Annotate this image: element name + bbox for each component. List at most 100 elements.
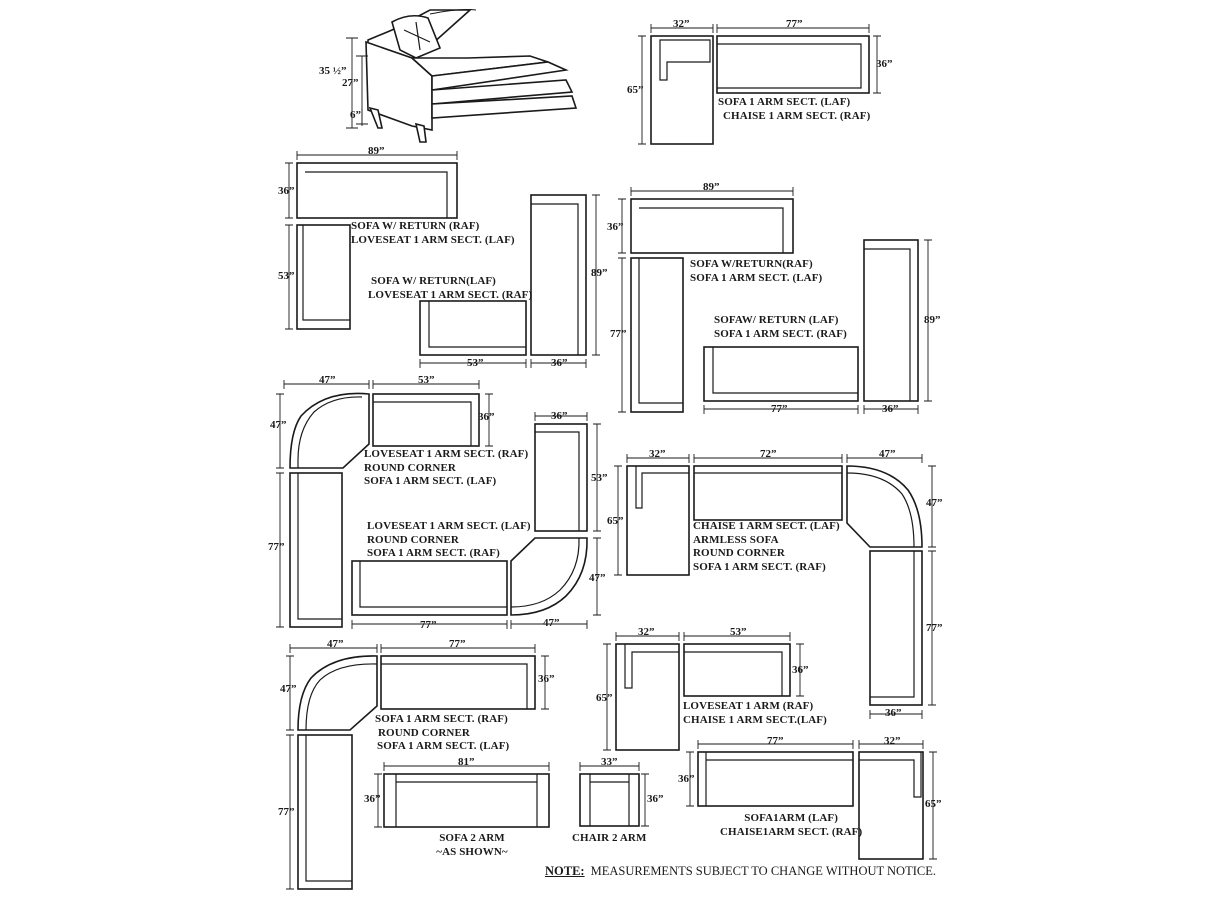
dim-label: 47” [543,617,560,629]
dim-label: 77” [926,622,943,634]
config-label: SOFA 1 ARM SECT. (LAF) [690,271,823,284]
dim-label: 53” [278,270,295,282]
dim-label: 81” [458,756,475,768]
config-label-group: SOFA 2 ARM ~AS SHOWN~ [430,832,514,859]
config-label: SOFA W/ RETURN(LAF) [371,275,496,287]
note-text: MEASUREMENTS SUBJECT TO CHANGE WITHOUT N… [590,864,936,878]
config-label: ROUND CORNER [378,726,470,739]
dim-label: 36” [278,185,295,197]
dim-label: 47” [589,572,606,584]
dim-label: 47” [926,497,943,509]
dim-label: 36” [551,410,568,422]
config-label: CHAISE 1 ARM SECT.(LAF) [683,713,827,726]
config-label-group: SOFA W/RETURN(RAF) SOFA 1 ARM SECT. (LAF… [690,258,822,285]
dim-label: 72” [760,448,777,460]
dim-label: 47” [280,683,297,695]
dim-label: 33” [601,756,618,768]
config-label: CHAISE1ARM SECT. (RAF) [720,825,863,838]
dim-label: 36” [885,707,902,719]
config-sofa-return-laf-1 [419,194,600,368]
dim-label: 53” [467,357,484,369]
dim-label: 77” [268,541,285,553]
config-label-group: LOVESEAT 1 ARM (RAF) CHAISE 1 ARM SECT.(… [683,700,827,727]
config-label: ROUND CORNER [367,533,459,546]
dim-label: 65” [596,692,613,704]
config-label-group: SOFA W/ RETURN(LAF) LOVESEAT 1 ARM SECT.… [368,275,532,302]
dim-label: 36” [647,793,664,805]
config-label: SOFA W/RETURN(RAF) [690,258,813,270]
disclaimer-note: NOTE: MEASUREMENTS SUBJECT TO CHANGE WITH… [545,864,936,879]
dim-label: 53” [730,626,747,638]
dim-label: 77” [420,619,437,631]
config-label: SOFA 1 ARM SECT. (RAF) [714,327,847,340]
config-label-group: LOVESEAT 1 ARM SECT. (LAF) ROUND CORNER … [367,520,531,561]
config-label-group: SOFA W/ RETURN (RAF) LOVESEAT 1 ARM SECT… [351,220,515,247]
dim-label: 77” [278,806,295,818]
dim-label: 36” [551,357,568,369]
config-label: SOFA 1 ARM SECT. (RAF) [693,560,826,573]
config-label: CHAISE 1 ARM SECT. (RAF) [723,109,871,122]
config-sofa-return-raf-1 [285,151,458,330]
config-label: SOFA 1 ARM SECT. (LAF) [718,96,851,108]
config-label: CHAIR 2 ARM [572,832,647,844]
config-label: ~AS SHOWN~ [436,845,508,858]
dim-label: 32” [649,448,666,460]
dim-label: 89” [924,314,941,326]
dim-label: 77” [610,328,627,340]
dim-label: 89” [591,267,608,279]
dim-label: 36” [364,793,381,805]
config-label: LOVESEAT 1 ARM SECT. (LAF) [367,520,531,532]
dim-label: 89” [368,145,385,157]
config-chaise-armless-corner-sofa [614,454,936,719]
config-label: SOFA 1 ARM SECT. (RAF) [375,713,508,725]
dim-label: 36” [607,221,624,233]
dim-label: 77” [786,18,803,30]
config-label: ARMLESS SOFA [693,533,779,546]
config-label: SOFA 1 ARM SECT. (LAF) [364,475,497,487]
config-label-group: SOFA 1 ARM SECT. (LAF) CHAISE 1 ARM SECT… [718,96,870,123]
note-key: NOTE: [545,864,585,878]
dim-label: 36” [678,773,695,785]
dim-label: 36” [538,673,555,685]
config-sofa-return-raf-2 [618,187,794,413]
dim-label: 47” [319,374,336,386]
dim-label: 47” [270,419,287,431]
dim-label: 32” [673,18,690,30]
config-label-group: SOFA 1 ARM SECT. (RAF) ROUND CORNER SOFA… [375,713,509,754]
dim-label: 77” [767,735,784,747]
config-label-group: SOFA1ARM (LAF) CHAISE1ARM SECT. (RAF) [720,812,862,839]
config-label-group: SOFAW/ RETURN (LAF) SOFA 1 ARM SECT. (RA… [714,314,847,341]
dim-label: 6” [350,109,361,121]
dim-label: 27” [342,77,359,89]
dim-label: 65” [607,515,624,527]
config-label: SOFA1ARM (LAF) [744,812,839,824]
config-sofa-chaise-top [638,24,881,145]
config-loveseat-corner-sofa-2 [351,412,601,629]
config-label: SOFA W/ RETURN (RAF) [351,220,480,232]
config-label: SOFA 1 ARM SECT. (RAF) [367,547,500,559]
dim-label: 32” [638,626,655,638]
sofa-perspective-sketch [346,9,578,143]
dim-label: 77” [771,403,788,415]
dim-label: 36” [792,664,809,676]
dim-label: 35 ½” [319,65,347,77]
dim-label: 53” [591,472,608,484]
config-label: LOVESEAT 1 ARM SECT. (RAF) [364,448,529,460]
config-label: SOFA 1 ARM SECT. (LAF) [377,740,510,752]
config-sofa-chaise-bottom [686,740,937,860]
config-chair-two-arm [579,762,649,827]
dim-label: 36” [478,411,495,423]
dim-label: 36” [876,58,893,70]
config-label: ROUND CORNER [364,461,456,474]
config-sofa-two-arm [374,762,550,828]
dim-label: 53” [418,374,435,386]
config-label: LOVESEAT 1 ARM SECT. (RAF) [368,288,533,301]
config-label: SOFA 2 ARM [439,832,505,844]
config-sofa-return-laf-2 [703,239,932,414]
config-loveseat-corner-sofa-1 [276,380,493,628]
dim-label: 65” [925,798,942,810]
config-label: LOVESEAT 1 ARM SECT. (LAF) [351,233,515,246]
config-label: CHAISE 1 ARM SECT. (LAF) [693,520,840,532]
